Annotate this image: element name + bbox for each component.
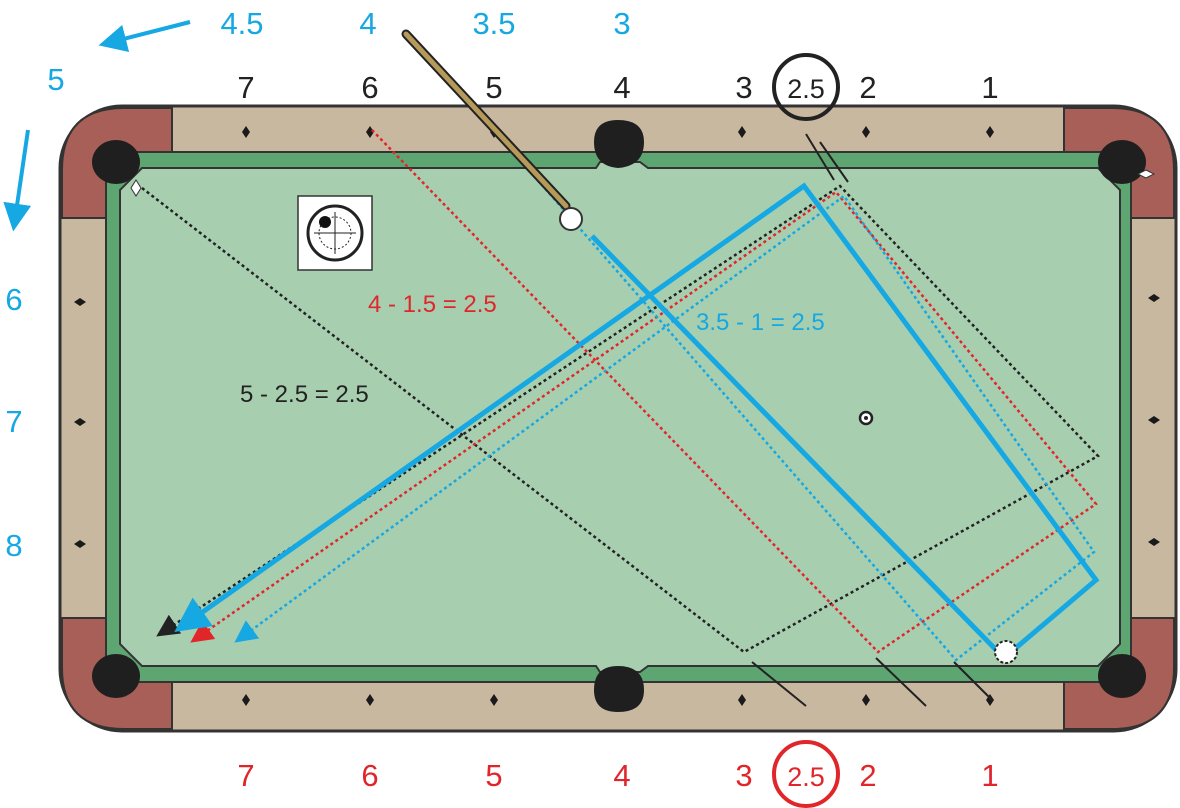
left-blue-labels: 5 6 7 8 xyxy=(5,62,64,563)
pool-table xyxy=(60,106,1176,731)
equation-black: 5 - 2.5 = 2.5 xyxy=(240,381,369,408)
cloth xyxy=(120,162,1120,672)
label-top-3: 3 xyxy=(735,70,752,105)
label-top-7: 7 xyxy=(237,70,254,105)
label-top-4: 4 xyxy=(613,70,630,105)
label-bottom-7: 7 xyxy=(237,758,254,793)
label-bottom-2: 2 xyxy=(859,758,876,793)
label-top-blue-4: 4 xyxy=(359,6,376,41)
label-top-blue-3: 3 xyxy=(613,6,630,41)
pocket-bottom-side xyxy=(594,666,644,712)
equation-red: 4 - 1.5 = 2.5 xyxy=(368,291,497,318)
label-top-2: 2 xyxy=(859,70,876,105)
label-top-5: 5 xyxy=(485,70,502,105)
arrow-icon-top xyxy=(104,22,190,44)
label-bottom-4: 4 xyxy=(613,758,630,793)
arrow-icon-left xyxy=(14,130,28,226)
label-bottom-2-5: 2.5 xyxy=(787,762,825,792)
pocket-br xyxy=(1098,654,1146,698)
label-left-blue-5: 5 xyxy=(47,62,64,97)
pocket-bl xyxy=(92,654,140,698)
label-top-blue-3-5: 3.5 xyxy=(472,6,515,41)
label-top-2-5: 2.5 xyxy=(787,74,825,104)
cue-ball-tip-icon xyxy=(298,196,372,270)
top-blue-labels: 4.5 4 3.5 3 xyxy=(220,6,630,41)
top-rail-labels: 7 6 5 4 3 2.5 2 1 xyxy=(237,70,998,105)
label-bottom-6: 6 xyxy=(361,758,378,793)
label-bottom-1: 1 xyxy=(981,758,998,793)
label-top-1: 1 xyxy=(981,70,998,105)
cue-ball xyxy=(560,208,582,230)
equation-blue: 3.5 - 1 = 2.5 xyxy=(696,309,825,336)
label-left-blue-7: 7 xyxy=(5,404,22,439)
label-top-blue-4-5: 4.5 xyxy=(220,6,263,41)
pocket-top-side xyxy=(594,120,644,168)
pocket-tl xyxy=(92,140,140,184)
bottom-red-labels: 7 6 5 4 3 2.5 2 1 xyxy=(237,758,998,793)
object-ball-marker xyxy=(860,412,872,424)
pocket-tr xyxy=(1098,140,1146,184)
label-left-blue-8: 8 xyxy=(5,528,22,563)
label-left-blue-6: 6 xyxy=(5,282,22,317)
ghost-ball-marker xyxy=(995,641,1017,663)
label-bottom-3: 3 xyxy=(735,758,752,793)
label-top-6: 6 xyxy=(361,70,378,105)
label-bottom-5: 5 xyxy=(485,758,502,793)
